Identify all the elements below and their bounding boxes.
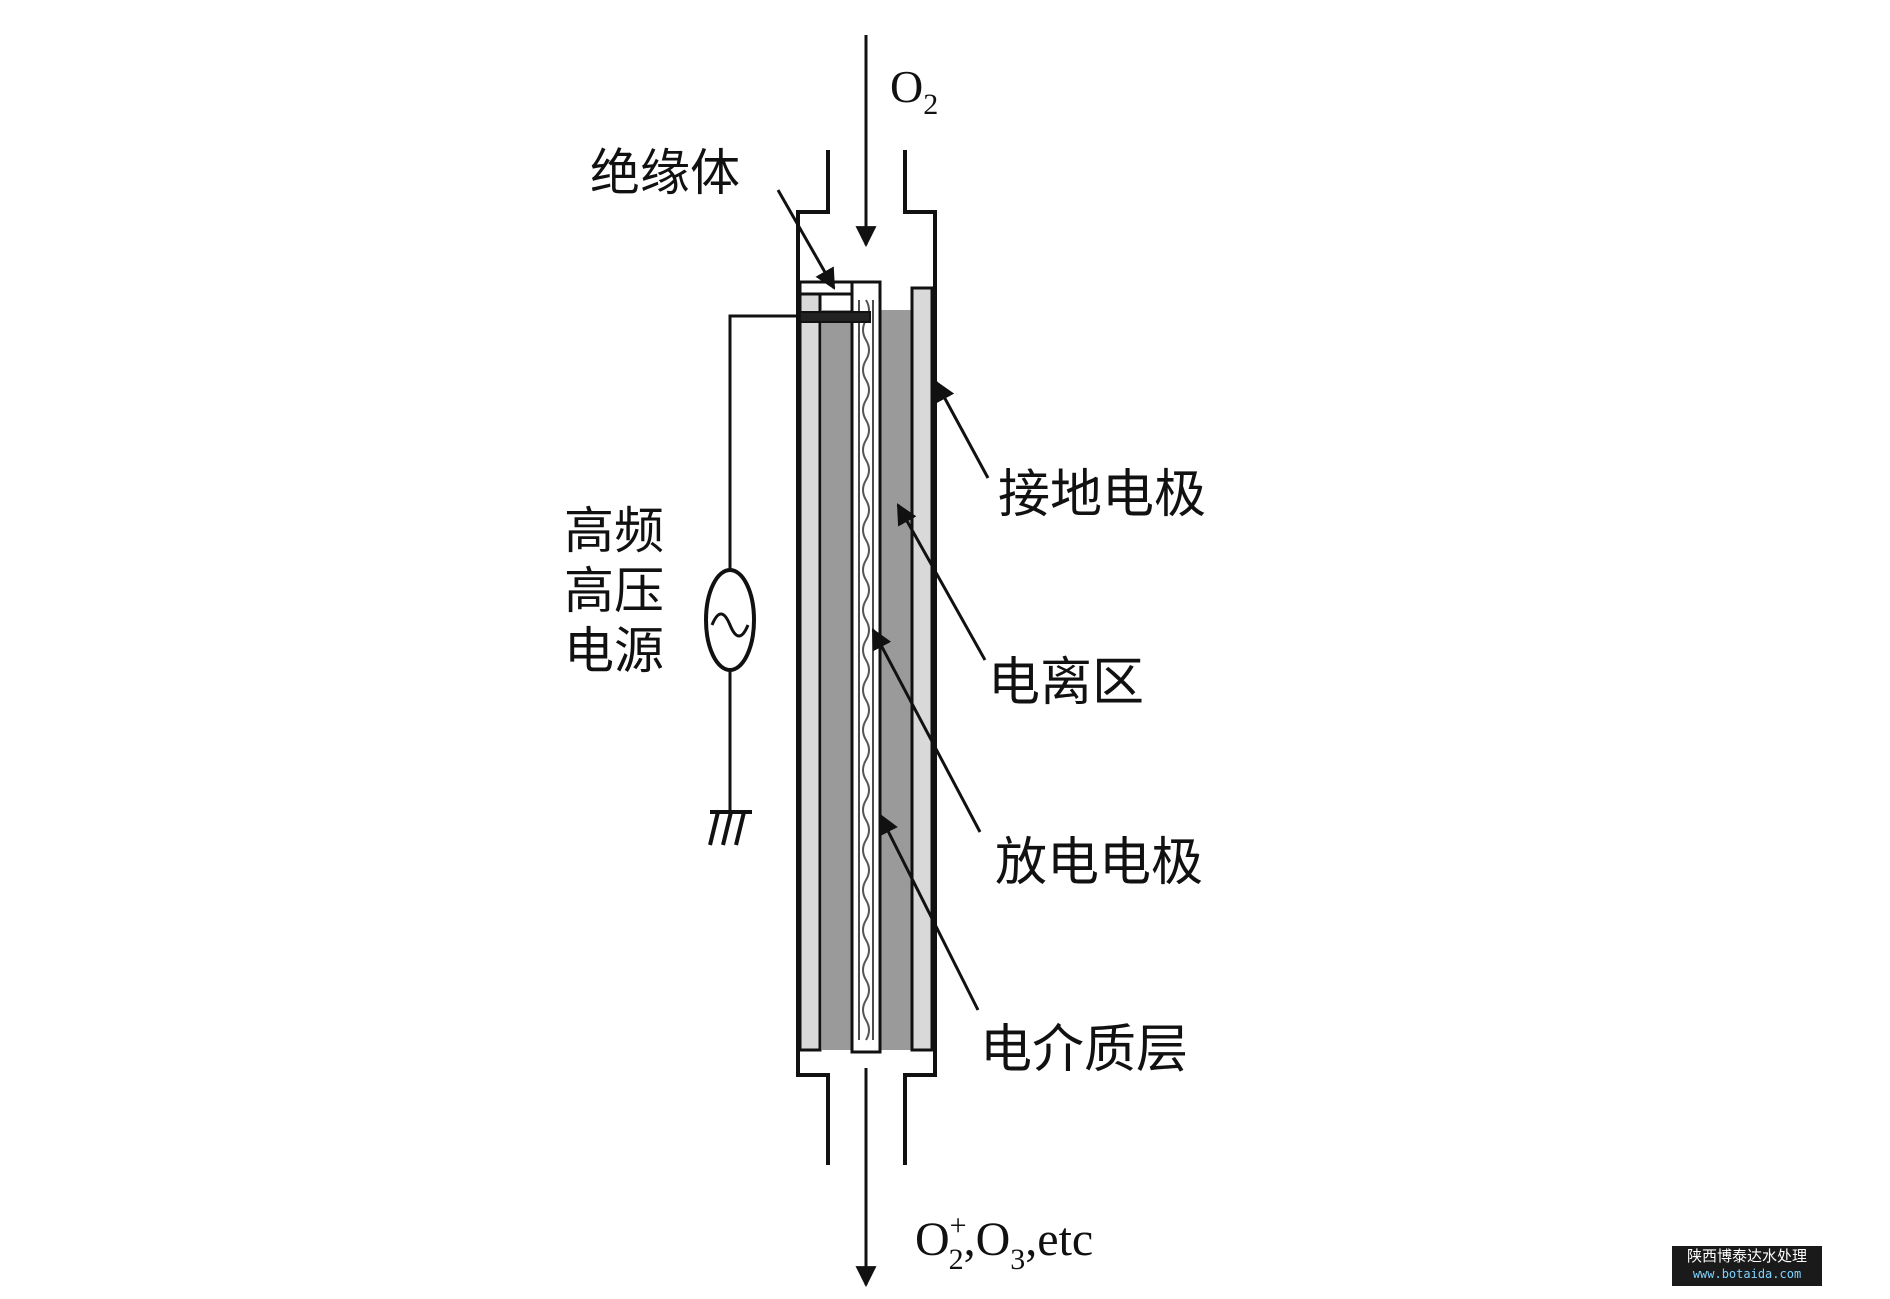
power-lead xyxy=(728,311,871,810)
power-supply-label-1: 高频 xyxy=(564,502,664,560)
watermark-badge: 陕西博泰达水处理 www.botaida.com xyxy=(1672,1246,1822,1286)
ac-source-icon xyxy=(704,568,756,672)
ionization-zone-pointer xyxy=(896,503,987,661)
inlet-label: O2 xyxy=(890,61,938,121)
discharge-electrode xyxy=(850,280,882,1054)
insulator-label: 绝缘体 xyxy=(590,144,740,202)
power-supply-label-2: 高压 xyxy=(564,562,664,620)
dielectric-layer-pointer xyxy=(878,813,980,1011)
ionization-zone-label: 电离区 xyxy=(988,653,1144,713)
ground-icon xyxy=(708,810,752,846)
pointer-lines xyxy=(776,189,990,1011)
dielectric-layer-label: 电介质层 xyxy=(980,1020,1188,1080)
ground-electrode xyxy=(798,286,934,1052)
ground-electrode-label: 接地电极 xyxy=(998,465,1206,525)
watermark-line2: www.botaida.com xyxy=(1692,1267,1802,1281)
watermark-line1: 陕西博泰达水处理 xyxy=(1686,1247,1807,1265)
power-supply-label-3: 电源 xyxy=(564,622,664,680)
insulator xyxy=(798,280,854,296)
discharge-electrode-label: 放电电极 xyxy=(995,833,1203,893)
ground-electrode-pointer xyxy=(934,380,990,479)
vessel-outline xyxy=(796,150,937,1165)
insulator-pointer xyxy=(776,189,836,290)
outlet-label: O+2,O3,etc xyxy=(915,1209,1093,1276)
discharge-electrode-pointer xyxy=(871,628,982,833)
